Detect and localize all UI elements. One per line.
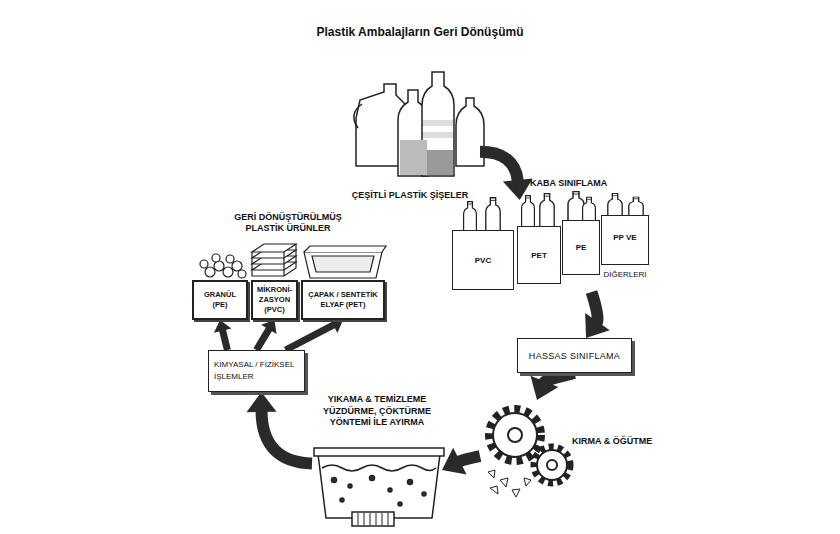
node-label: HASSAS SINIFLAMA — [529, 351, 620, 361]
arrow-shaft — [459, 456, 480, 462]
title-bar: Plastik Ambalajların Geri Dönüşümü — [0, 22, 840, 40]
bottles-drawing — [354, 72, 484, 176]
arrow-shaft — [286, 325, 335, 350]
node-label: ÇAPAK / SENTETİK ELYAF (PET) — [305, 290, 381, 310]
arrow-head — [585, 313, 610, 338]
arrow-shaft — [222, 330, 227, 350]
stage-group: YIKAMA & TEMİZLEME YÜZDÜRME, ÇÖKTÜRME YÖ… — [312, 392, 442, 522]
flow-arrow — [257, 320, 277, 350]
sorting-bin: PVC — [452, 230, 514, 290]
stage-group: KIRMA & ÖĞÜTME — [480, 400, 670, 480]
arrow-shaft — [257, 329, 270, 350]
flow-arrow — [531, 373, 575, 400]
arrow-shaft — [480, 152, 518, 181]
node-label: PVC — [475, 256, 491, 265]
node-label: PP VE — [602, 232, 648, 243]
node-label: GERİ DÖNÜŞTÜRÜLMÜŞ PLASTİK ÜRÜNLER — [223, 212, 353, 235]
diagram-title: Plastik Ambalajların Geri Dönüşümü — [317, 25, 524, 39]
product-box: MİKRONİ-ZASYON (PVC) — [251, 280, 298, 320]
product-box: ÇAPAK / SENTETİK ELYAF (PET) — [301, 280, 385, 320]
wash-tank-drawing — [314, 448, 444, 526]
product-group: GERİ DÖNÜŞTÜRÜLMÜŞ PLASTİK ÜRÜNLER GRANÜL… — [188, 212, 388, 324]
gears-drawing — [488, 409, 570, 497]
process-box: KİMYASAL / FİZİKSEL İŞLEMLER — [208, 350, 305, 392]
flow-arrow — [480, 152, 533, 200]
flow-arrow — [247, 392, 312, 464]
arrow-head — [531, 376, 559, 400]
stage-group: KABA SINIFLAMAPVCPETPEPP VEDİĞERLERİ — [448, 200, 653, 292]
flow-arrow — [214, 320, 231, 350]
product-box: GRANÜL (PE) — [192, 280, 248, 320]
arrow-shaft — [592, 292, 598, 322]
stage-group: ÇEŞİTLİ PLASTİK ŞİŞELER — [340, 70, 480, 202]
node-label: KABA SINIFLAMA — [530, 178, 607, 188]
sorting-bin: PP VEDİĞERLERİ — [601, 215, 649, 265]
flow-arrow — [442, 448, 480, 475]
process-box: HASSAS SINIFLAMA — [517, 338, 632, 373]
arrow-head — [247, 392, 277, 412]
node-label: MİKRONİ-ZASYON (PVC) — [255, 285, 294, 314]
node-label: YIKAMA & TEMİZLEME YÜZDÜRME, ÇÖKTÜRME YÖ… — [312, 392, 442, 429]
node-label: KIRMA & ÖĞÜTME — [572, 436, 652, 446]
arrow-head — [503, 179, 533, 200]
arrow-head — [214, 320, 231, 333]
node-label: KİMYASAL / FİZİKSEL İŞLEMLER — [214, 359, 299, 383]
arrow-head — [261, 320, 276, 334]
flow-arrow — [286, 317, 343, 350]
sorting-bin: PET — [517, 226, 561, 284]
node-label: GRANÜL (PE) — [196, 290, 244, 310]
flow-arrow — [585, 292, 610, 338]
arrow-shaft — [262, 411, 312, 464]
node-label: PE — [576, 243, 587, 252]
node-label: ÇEŞİTLİ PLASTİK ŞİŞELER — [352, 190, 469, 202]
node-label: PET — [531, 251, 547, 260]
node-sublabel: DİĞERLERİ — [602, 270, 648, 279]
arrow-shaft — [544, 373, 574, 382]
arrow-head — [442, 448, 467, 475]
sorting-bin: PE — [562, 220, 600, 275]
products-drawing — [200, 244, 386, 278]
